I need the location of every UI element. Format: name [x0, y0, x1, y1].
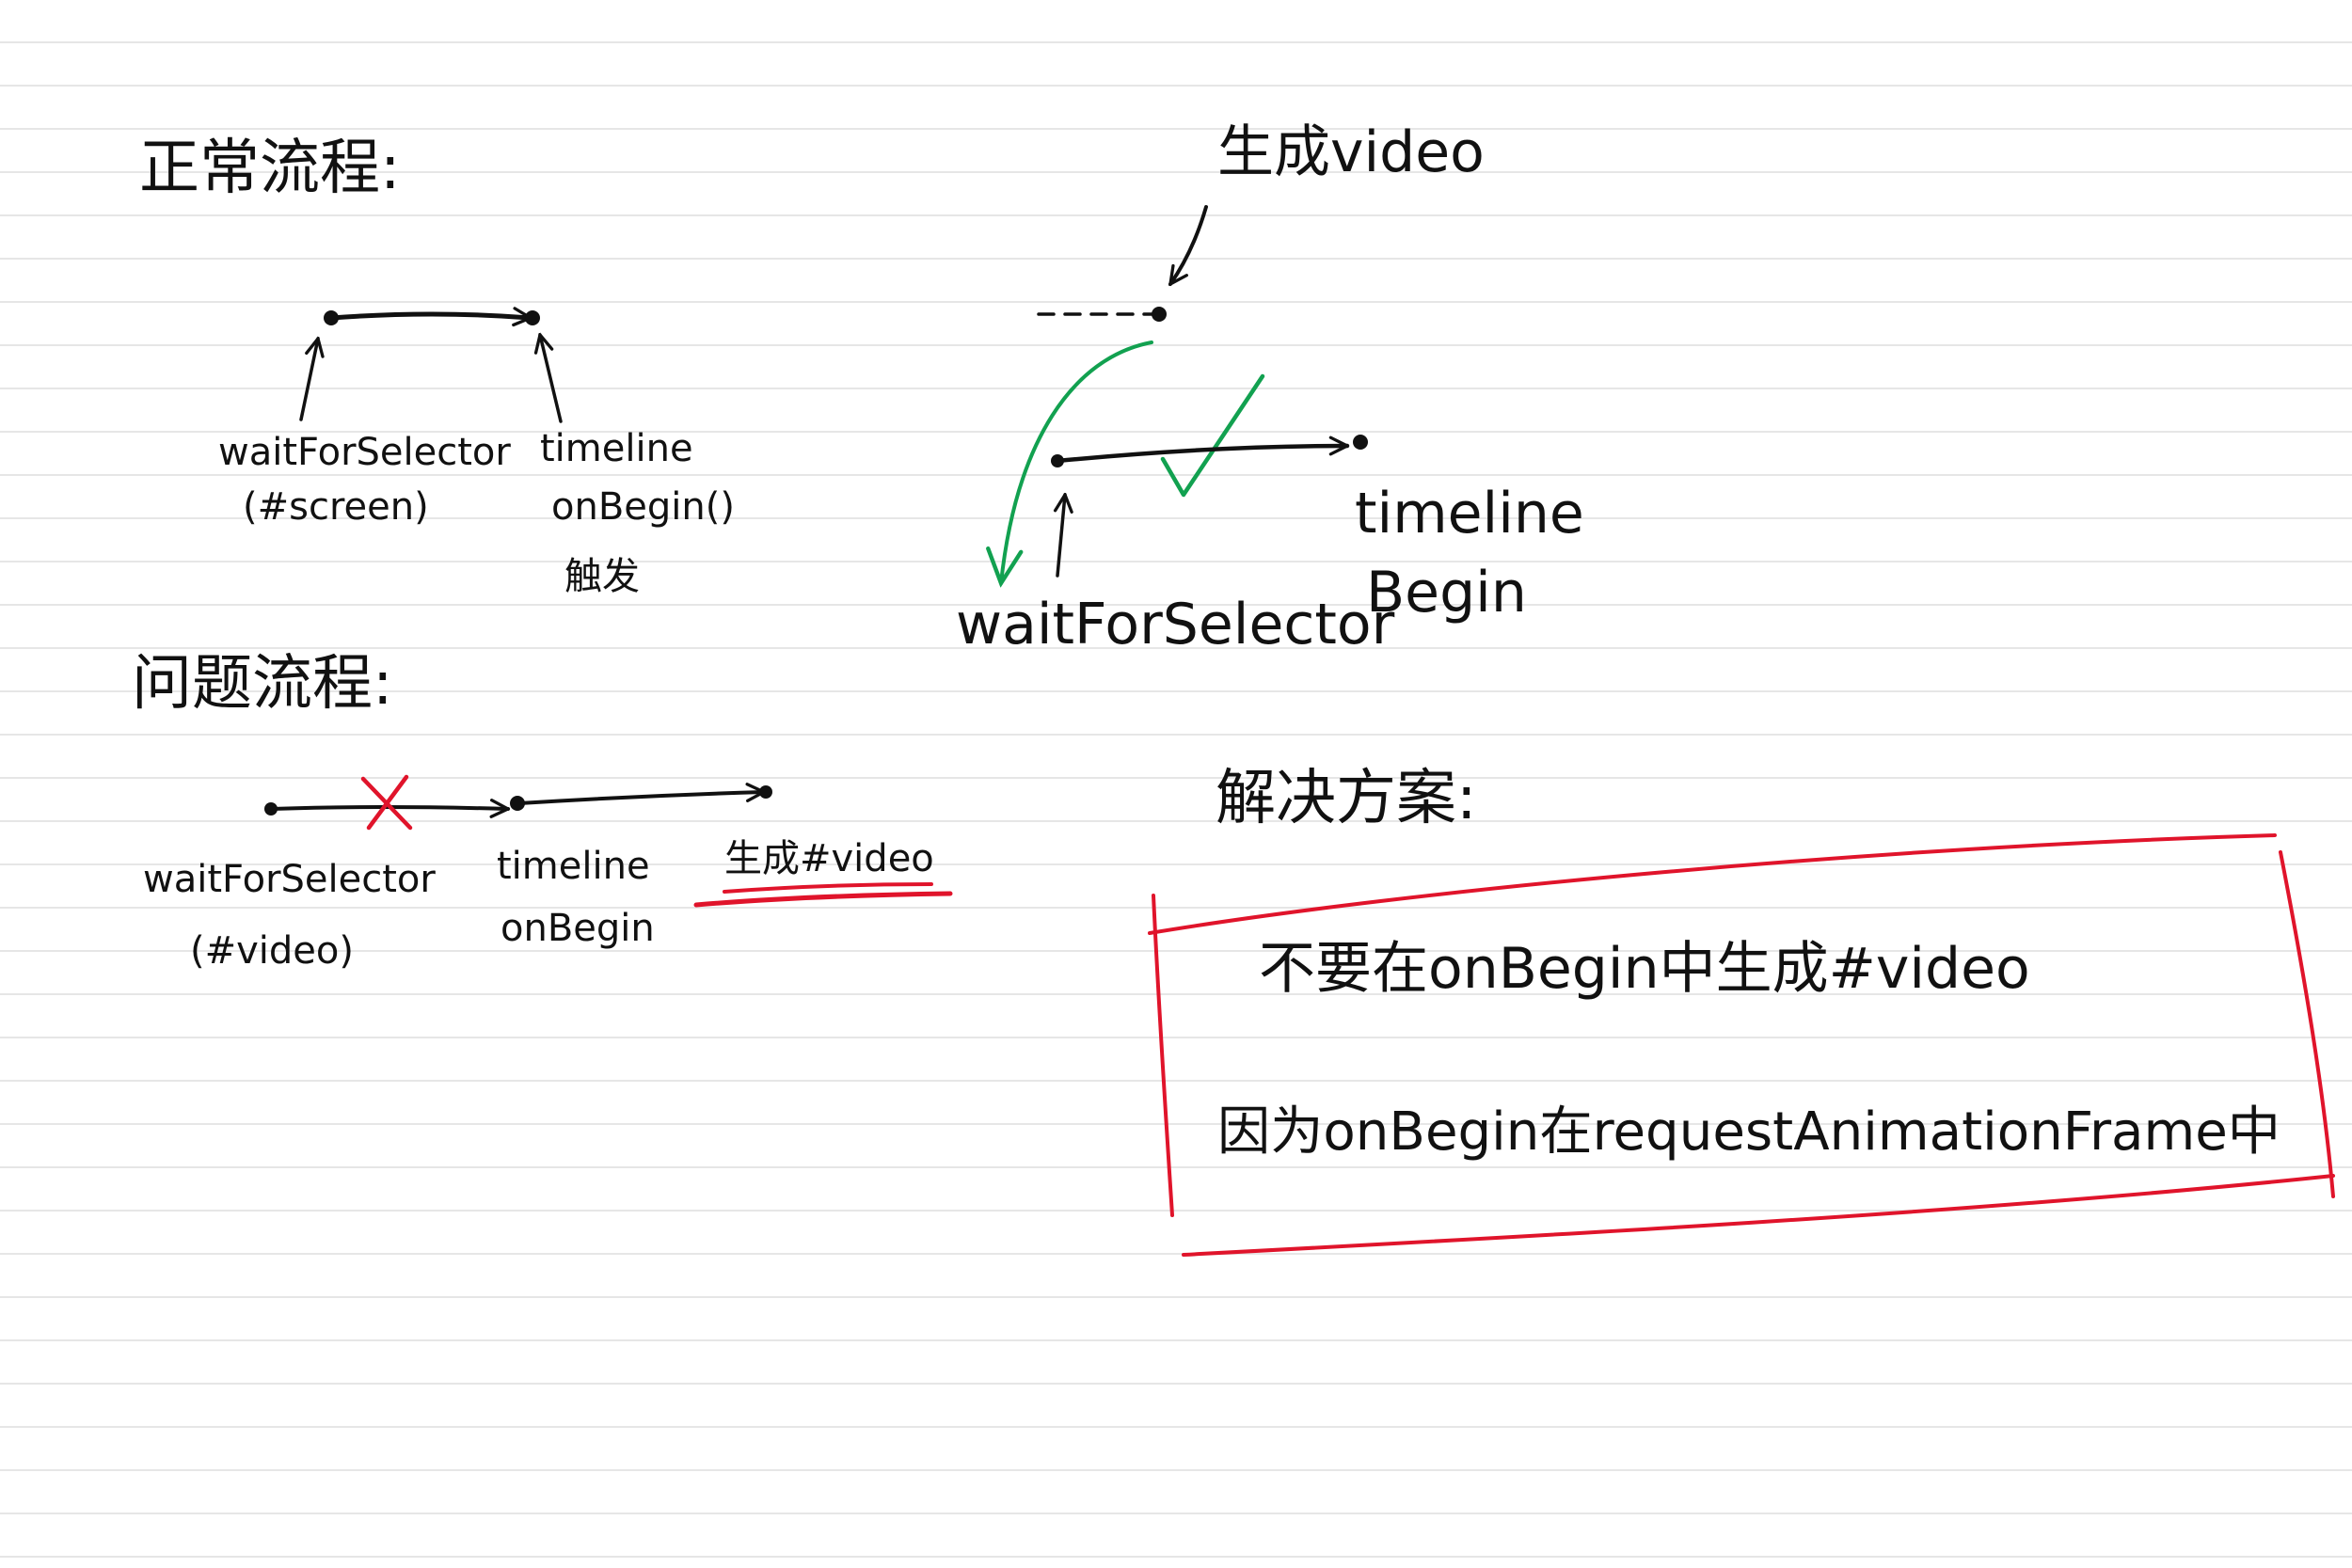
problem-flow-wait-label: waitForSelector	[143, 858, 436, 901]
red-underline-2	[723, 882, 933, 894]
correct-flow-timeline-label: timeline	[1355, 481, 1584, 546]
normal-flow-wait-pointer	[299, 339, 318, 421]
problem-flow-end-dot	[759, 785, 772, 799]
problem-flow-wait-arg: (#video)	[190, 929, 354, 973]
normal-flow-trigger-label: 触发	[564, 555, 640, 598]
correct-flow-generate-label: 生成video	[1217, 119, 1485, 185]
solution: 解决方案: 不要在onBegin中生成#video 因为onBegin在requ…	[1148, 764, 2335, 1257]
correct-flow-start-dot	[1051, 454, 1064, 467]
normal-flow-timeline-label: timeline	[540, 427, 693, 470]
solution-line-1: 不要在onBegin中生成#video	[1259, 936, 2030, 1002]
solution-box-top	[1148, 833, 2277, 935]
correct-flow: 生成video waitForSelector timeline Begin	[956, 119, 1584, 657]
correct-flow-wait-pointer	[1057, 495, 1065, 578]
normal-flow-start-dot	[324, 310, 339, 325]
correct-flow-end-dot	[1353, 435, 1368, 450]
normal-flow-arrow	[328, 314, 531, 318]
normal-flow-wait-label: waitForSelector	[218, 431, 511, 474]
problem-flow-mid-dot	[510, 796, 525, 811]
normal-flow-onbegin-label: onBegin()	[551, 485, 735, 529]
normal-flow-title: 正常流程:	[139, 134, 401, 203]
solution-line-2: 因为onBegin在requestAnimationFrame中	[1217, 1101, 2280, 1163]
normal-flow: 正常流程: waitForSelector (#screen) timeline…	[139, 134, 735, 598]
normal-flow-wait-arg: (#screen)	[243, 485, 429, 529]
problem-flow-generate-label: 生成#video	[724, 837, 934, 880]
solution-title: 解决方案:	[1216, 764, 1477, 833]
solution-box-left	[1152, 894, 1174, 1217]
normal-flow-timeline-pointer	[540, 335, 563, 423]
red-cross-icon	[360, 774, 413, 831]
solution-box-bottom	[1182, 1174, 2335, 1257]
red-underline-1	[693, 891, 953, 908]
correct-flow-generate-pointer	[1170, 205, 1208, 284]
correct-flow-arrow	[1055, 446, 1350, 464]
problem-flow-onbegin-label: onBegin	[501, 907, 655, 950]
correct-flow-begin-label: Begin	[1366, 560, 1527, 626]
problem-flow-arrow-2	[517, 792, 764, 805]
correct-flow-wait-label: waitForSelector	[956, 592, 1395, 657]
green-curved-arrow	[1001, 341, 1153, 583]
solution-box-right	[2279, 850, 2335, 1198]
problem-flow-start-dot	[264, 802, 278, 816]
normal-flow-end-dot	[525, 310, 540, 325]
green-check-icon	[1160, 373, 1265, 498]
correct-flow-video-dot	[1152, 307, 1167, 322]
problem-flow-title: 问题流程:	[132, 649, 393, 719]
problem-flow: 问题流程: waitForSelector (#video) timeline …	[132, 649, 953, 973]
problem-flow-timeline-label: timeline	[497, 845, 650, 888]
